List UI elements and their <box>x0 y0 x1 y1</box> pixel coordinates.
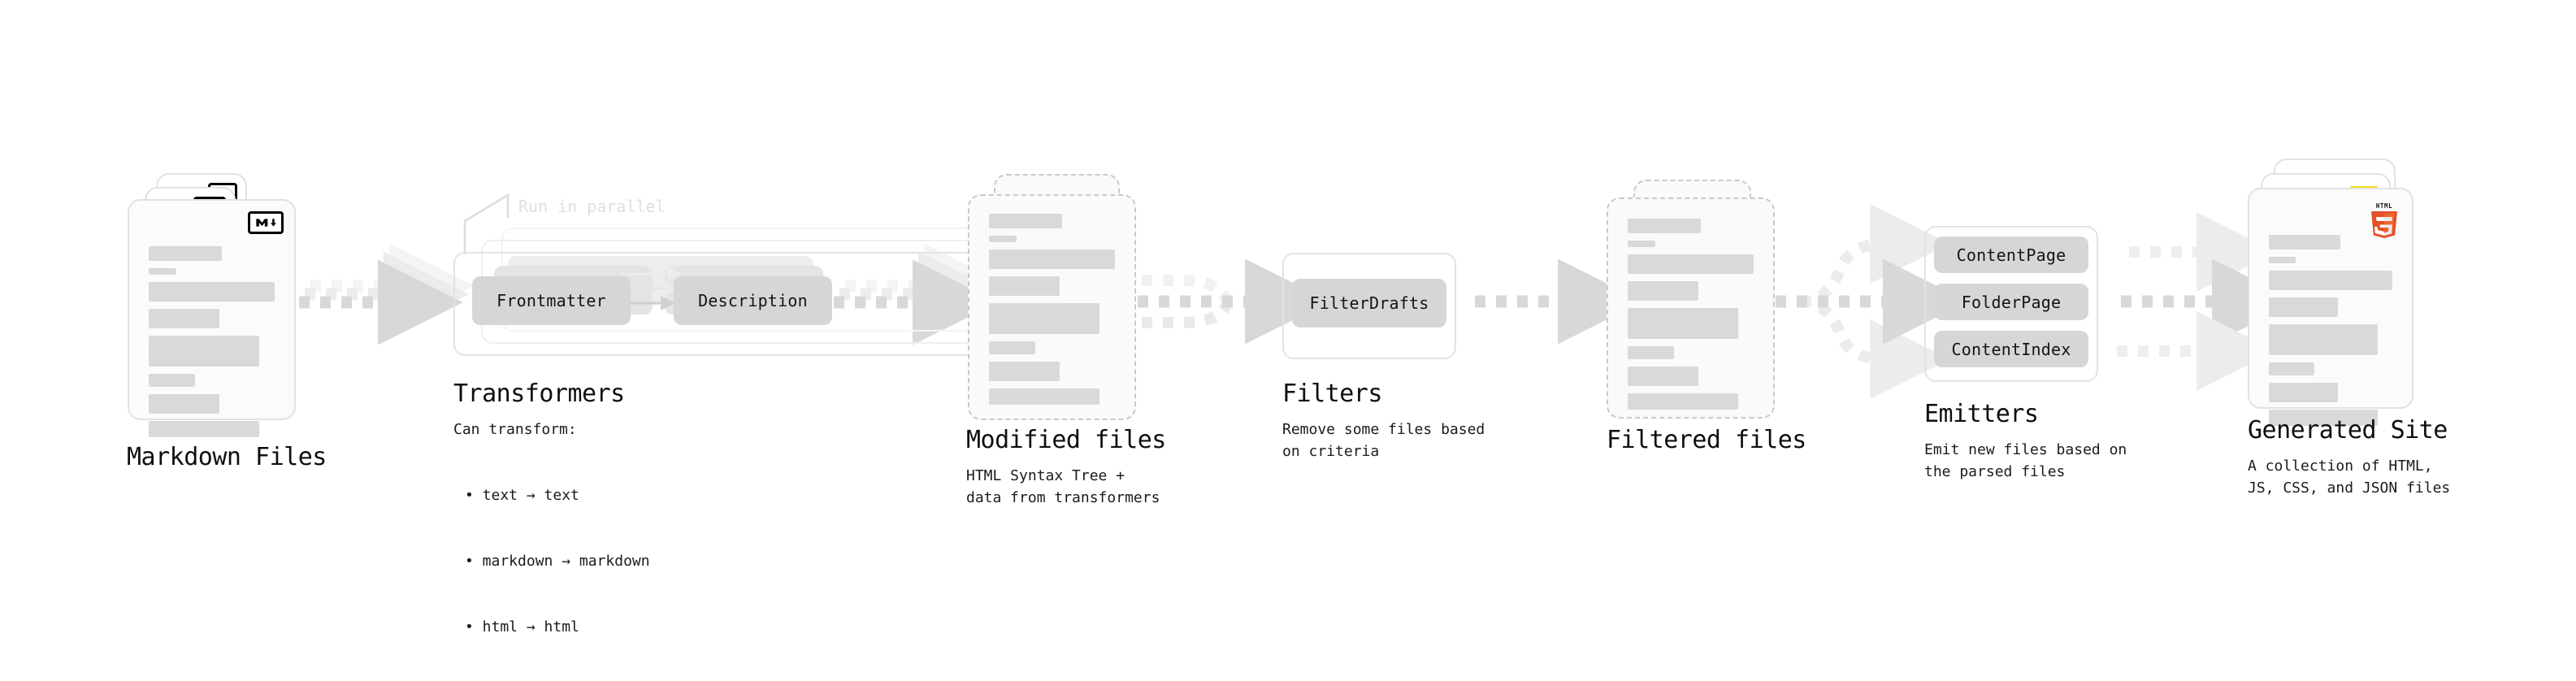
doc-line <box>989 388 1100 405</box>
doc-line <box>1628 281 1698 301</box>
arrow-emitters-to-site <box>2117 212 2297 391</box>
doc-line <box>149 336 260 367</box>
doc-line <box>149 421 260 437</box>
doc-line <box>2269 362 2315 375</box>
filters-box <box>1282 253 1456 359</box>
html5-icon: HTML <box>2368 201 2400 238</box>
doc-line <box>1628 346 1675 359</box>
doc-line <box>2269 383 2339 402</box>
plugin-chip-frontmatter[interactable]: Frontmatter <box>472 276 631 325</box>
stage-title-markdown-files: Markdown Files <box>127 443 327 471</box>
transform-item: • html → html <box>465 618 579 635</box>
doc-line <box>1628 393 1739 410</box>
doc-line <box>1628 254 1754 274</box>
doc-line <box>989 341 1036 354</box>
doc-line <box>2269 235 2341 249</box>
doc-line <box>989 276 1060 296</box>
filters-caption: Remove some files based on criteria <box>1282 421 1485 460</box>
stage-title-filtered-files: Filtered files <box>1607 426 1806 454</box>
doc-line <box>2269 410 2378 426</box>
transform-item: • text → text <box>465 487 579 504</box>
doc-line <box>149 282 275 301</box>
generated-card-html: HTML <box>2248 188 2413 426</box>
plugin-chip-filterdrafts[interactable]: FilterDrafts <box>1292 279 1446 327</box>
generated-site-caption: A collection of HTML, JS, CSS, and JSON … <box>2248 458 2451 497</box>
doc-line <box>2269 271 2392 290</box>
markdown-card-content <box>149 246 275 445</box>
plugin-chip-contentpage[interactable]: ContentPage <box>1934 236 2088 273</box>
doc-line <box>989 303 1100 334</box>
doc-line <box>989 249 1115 269</box>
doc-line <box>149 374 196 387</box>
transformers-transform-list: • text → text • markdown → markdown • ht… <box>465 440 650 681</box>
modified-card-content <box>989 214 1115 412</box>
doc-line <box>2269 297 2339 317</box>
doc-line <box>1628 219 1701 233</box>
svg-text:HTML: HTML <box>2376 202 2392 210</box>
stage-title-modified-files: Modified files <box>966 426 1166 454</box>
transform-item: • markdown → markdown <box>465 553 650 570</box>
arrow-filtered-to-emitters <box>1776 204 1968 399</box>
markdown-card-front <box>128 199 296 437</box>
stage-title-generated-site: Generated Site <box>2248 416 2448 445</box>
generated-card-content <box>2269 235 2392 433</box>
modified-files-caption: HTML Syntax Tree + data from transformer… <box>966 467 1160 506</box>
plugin-chip-description[interactable]: Description <box>674 276 832 325</box>
doc-line <box>1628 308 1739 339</box>
doc-line <box>149 246 222 261</box>
stage-title-emitters: Emitters <box>1924 400 2039 428</box>
doc-line <box>989 236 1017 242</box>
stage-title-transformers: Transformers <box>453 380 625 408</box>
doc-line <box>989 362 1060 381</box>
filtered-card-content <box>1628 219 1754 417</box>
plugin-chip-contentindex[interactable]: ContentIndex <box>1934 331 2088 367</box>
transformers-caption: Can transform: <box>453 421 577 438</box>
run-in-parallel-label: Run in parallel <box>518 197 666 216</box>
filtered-card-front <box>1607 197 1775 419</box>
arrow-modified-to-filters <box>1138 258 1330 345</box>
plugin-chip-folderpage[interactable]: FolderPage <box>1934 284 2088 320</box>
doc-line <box>149 394 219 414</box>
markdown-icon <box>248 211 284 234</box>
doc-line <box>1628 241 1656 247</box>
modified-card-front <box>968 194 1136 420</box>
emitters-box <box>1924 226 2098 382</box>
arrow-markdown-to-transformers <box>299 243 475 345</box>
doc-line <box>989 214 1062 228</box>
doc-line <box>1628 367 1698 386</box>
doc-line <box>149 309 219 328</box>
emitters-caption: Emit new files based on the parsed files <box>1924 441 2127 480</box>
doc-line <box>2269 257 2296 263</box>
stage-title-filters: Filters <box>1282 380 1382 408</box>
doc-line <box>2269 324 2378 355</box>
doc-line <box>149 268 177 275</box>
